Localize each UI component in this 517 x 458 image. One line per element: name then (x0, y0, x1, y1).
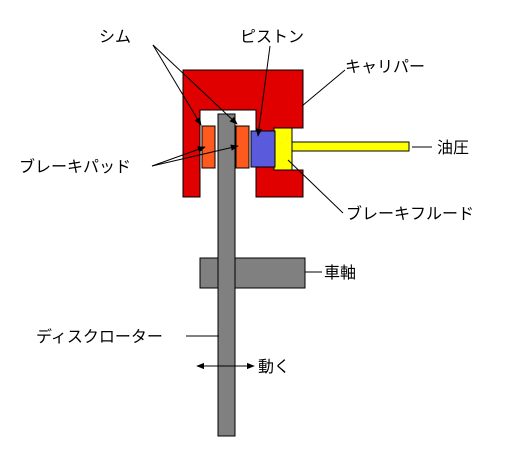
brake-fluid-shape (273, 127, 293, 171)
brake-fluid-leader (287, 159, 344, 214)
hydraulic-label: 油圧 (437, 138, 469, 157)
shim-label: シム (99, 27, 131, 46)
brake-pad-label: ブレーキパッド (19, 157, 131, 176)
disc-rotor-label: ディスクローター (36, 327, 163, 346)
piston-label: ピストン (240, 27, 304, 46)
shim-leader-left (152, 44, 202, 126)
piston-leader (255, 45, 271, 137)
caliper-label: キャリパー (345, 57, 425, 76)
disc-rotor-shape (217, 113, 236, 437)
hydraulic-line-shape (290, 141, 410, 152)
axle-shape (199, 257, 306, 289)
brake-pad-right-shape (235, 125, 250, 169)
axle-label: 車軸 (324, 263, 356, 282)
brake-fluid-label: ブレーキフルード (346, 204, 474, 223)
brake-pad-leader-right (151, 144, 239, 167)
shim-leader-right (152, 44, 238, 125)
moves-label: 動く (258, 357, 290, 376)
brake-pad-leader-left (151, 146, 206, 167)
piston-shape (250, 130, 276, 168)
caliper-leader (301, 69, 346, 107)
